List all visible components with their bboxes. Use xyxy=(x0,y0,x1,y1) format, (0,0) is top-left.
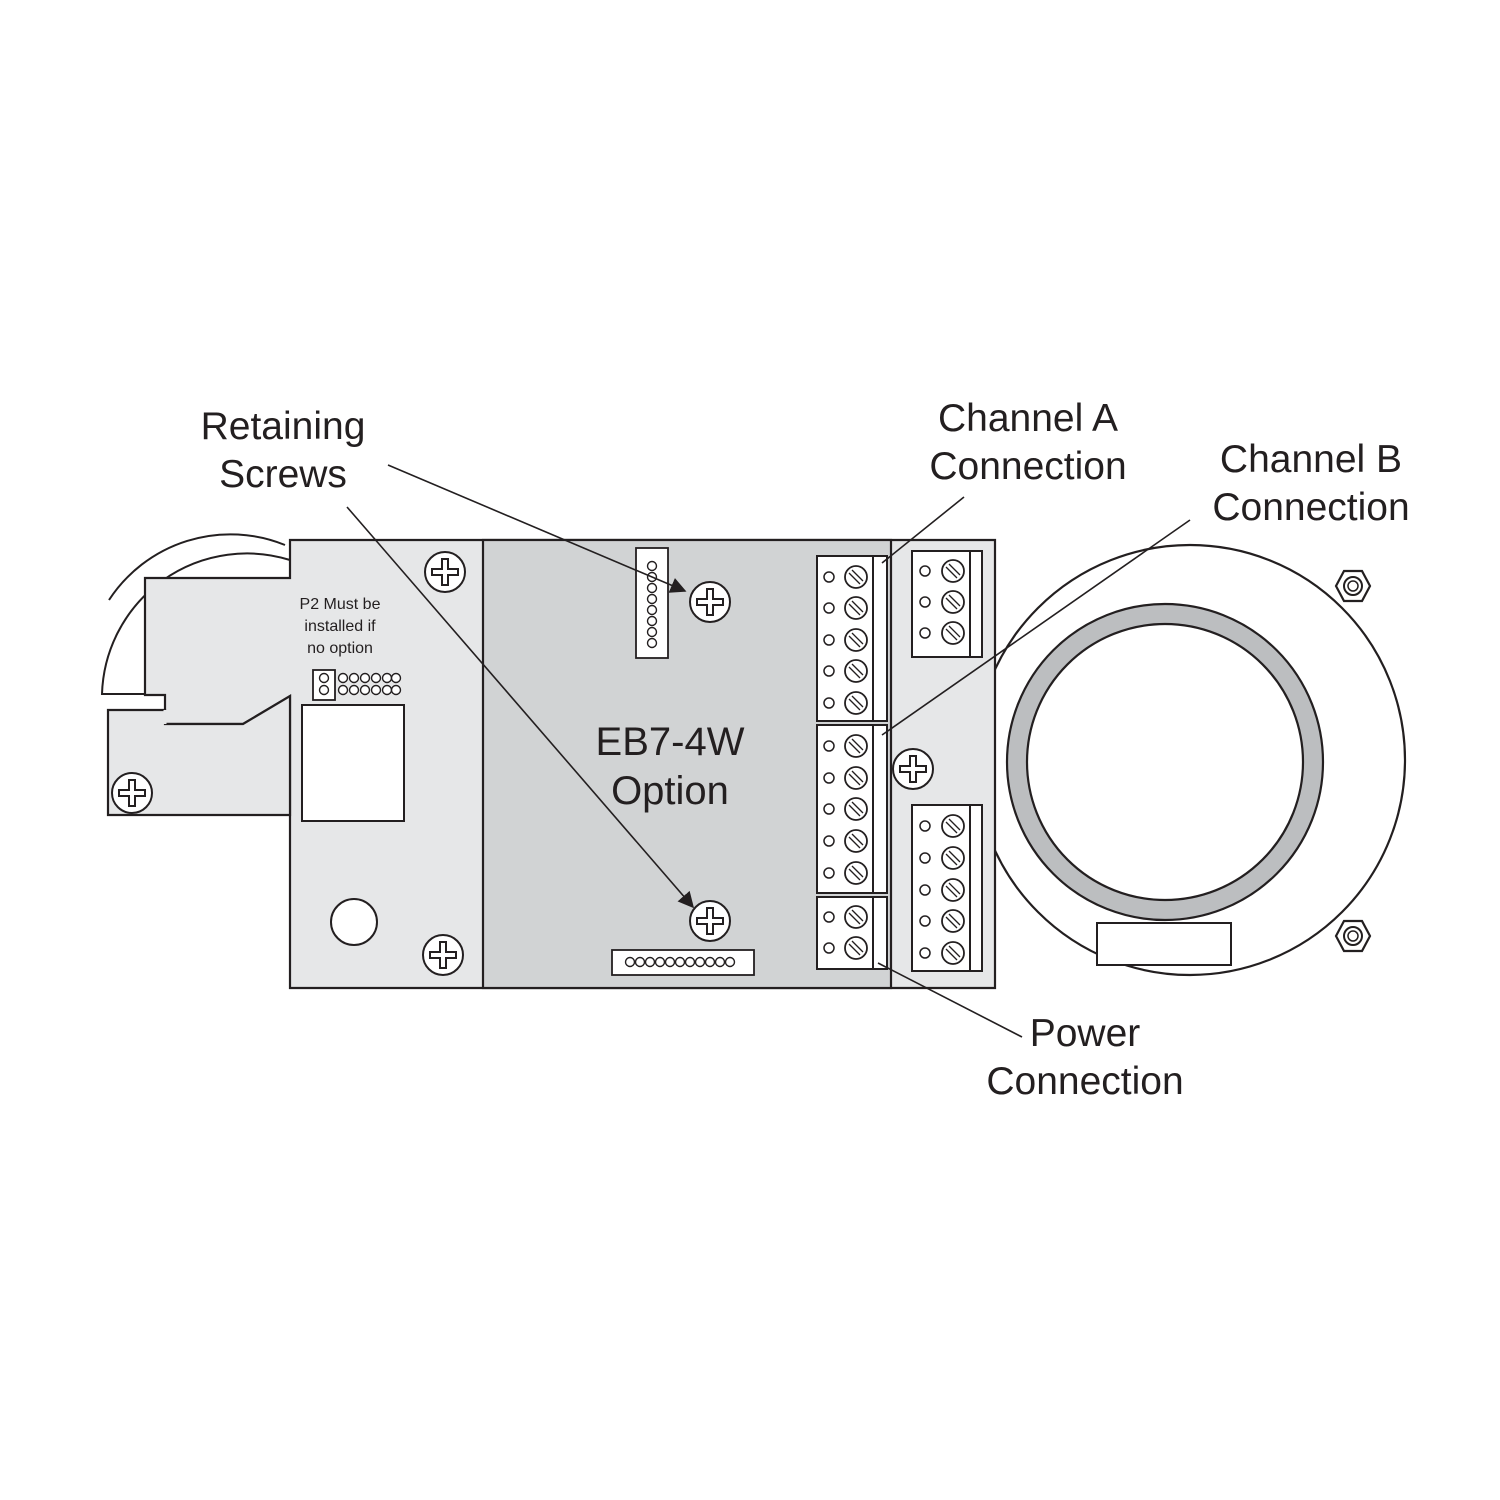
power-line1: Power xyxy=(1029,1012,1141,1055)
channel-a-label: Channel A Connection xyxy=(913,395,1143,490)
retaining-screws-label: Retaining Screws xyxy=(183,403,383,498)
channel-b-line1: Channel B xyxy=(1219,438,1403,481)
option-line2: Option xyxy=(611,768,729,813)
power-connection-label: Power Connection xyxy=(970,1010,1200,1105)
option-board xyxy=(481,538,893,990)
hex-nut-icon xyxy=(1334,569,1372,603)
main-terminal-block-lower xyxy=(911,804,983,972)
channel-b-terminal-block xyxy=(816,724,888,894)
phillips-screw-icon xyxy=(689,581,731,623)
phillips-screw-icon xyxy=(424,551,466,593)
channel-b-leader xyxy=(881,519,1191,736)
option-line1: EB7-4W xyxy=(595,720,745,764)
retaining-screw-arrow-top xyxy=(387,464,687,593)
phillips-screw-icon xyxy=(689,900,731,942)
option-board-label: EB7-4W Option xyxy=(570,718,770,816)
mounting-hole xyxy=(330,898,378,946)
phillips-screw-icon xyxy=(111,772,153,814)
retaining-screw-arrow-bottom xyxy=(346,506,695,909)
toroid-opening xyxy=(1025,622,1305,902)
channel-a-leader xyxy=(881,496,965,564)
p2-jumper-header xyxy=(312,669,402,701)
p2-note-line1: P2 Must be xyxy=(299,596,381,613)
p2-note-line2: installed if xyxy=(304,618,376,636)
channel-a-line1: Channel A xyxy=(938,397,1118,440)
leader-lines xyxy=(346,464,1191,1038)
sensor-housing xyxy=(973,543,1407,977)
power-line2: Connection xyxy=(986,1059,1184,1103)
hex-nut-icon xyxy=(1334,919,1372,953)
power-terminal-block xyxy=(816,896,888,970)
retaining-screws-line1: Retaining xyxy=(200,405,366,448)
power-leader xyxy=(877,962,1023,1038)
channel-b-label: Channel B Connection xyxy=(1196,436,1426,531)
p2-note-label: P2 Must be installed if no option xyxy=(280,594,400,660)
phillips-screw-icon xyxy=(422,934,464,976)
channel-b-line2: Connection xyxy=(1212,485,1410,529)
retaining-screws-line2: Screws xyxy=(219,452,347,496)
sensor-label-plate xyxy=(1096,922,1232,966)
main-terminal-block-upper xyxy=(911,550,983,658)
channel-a-terminal-block xyxy=(816,555,888,722)
p2-note-line3: no option xyxy=(307,640,373,658)
channel-a-line2: Connection xyxy=(929,444,1127,488)
phillips-screw-icon xyxy=(892,748,934,790)
ic-chip xyxy=(301,704,405,822)
